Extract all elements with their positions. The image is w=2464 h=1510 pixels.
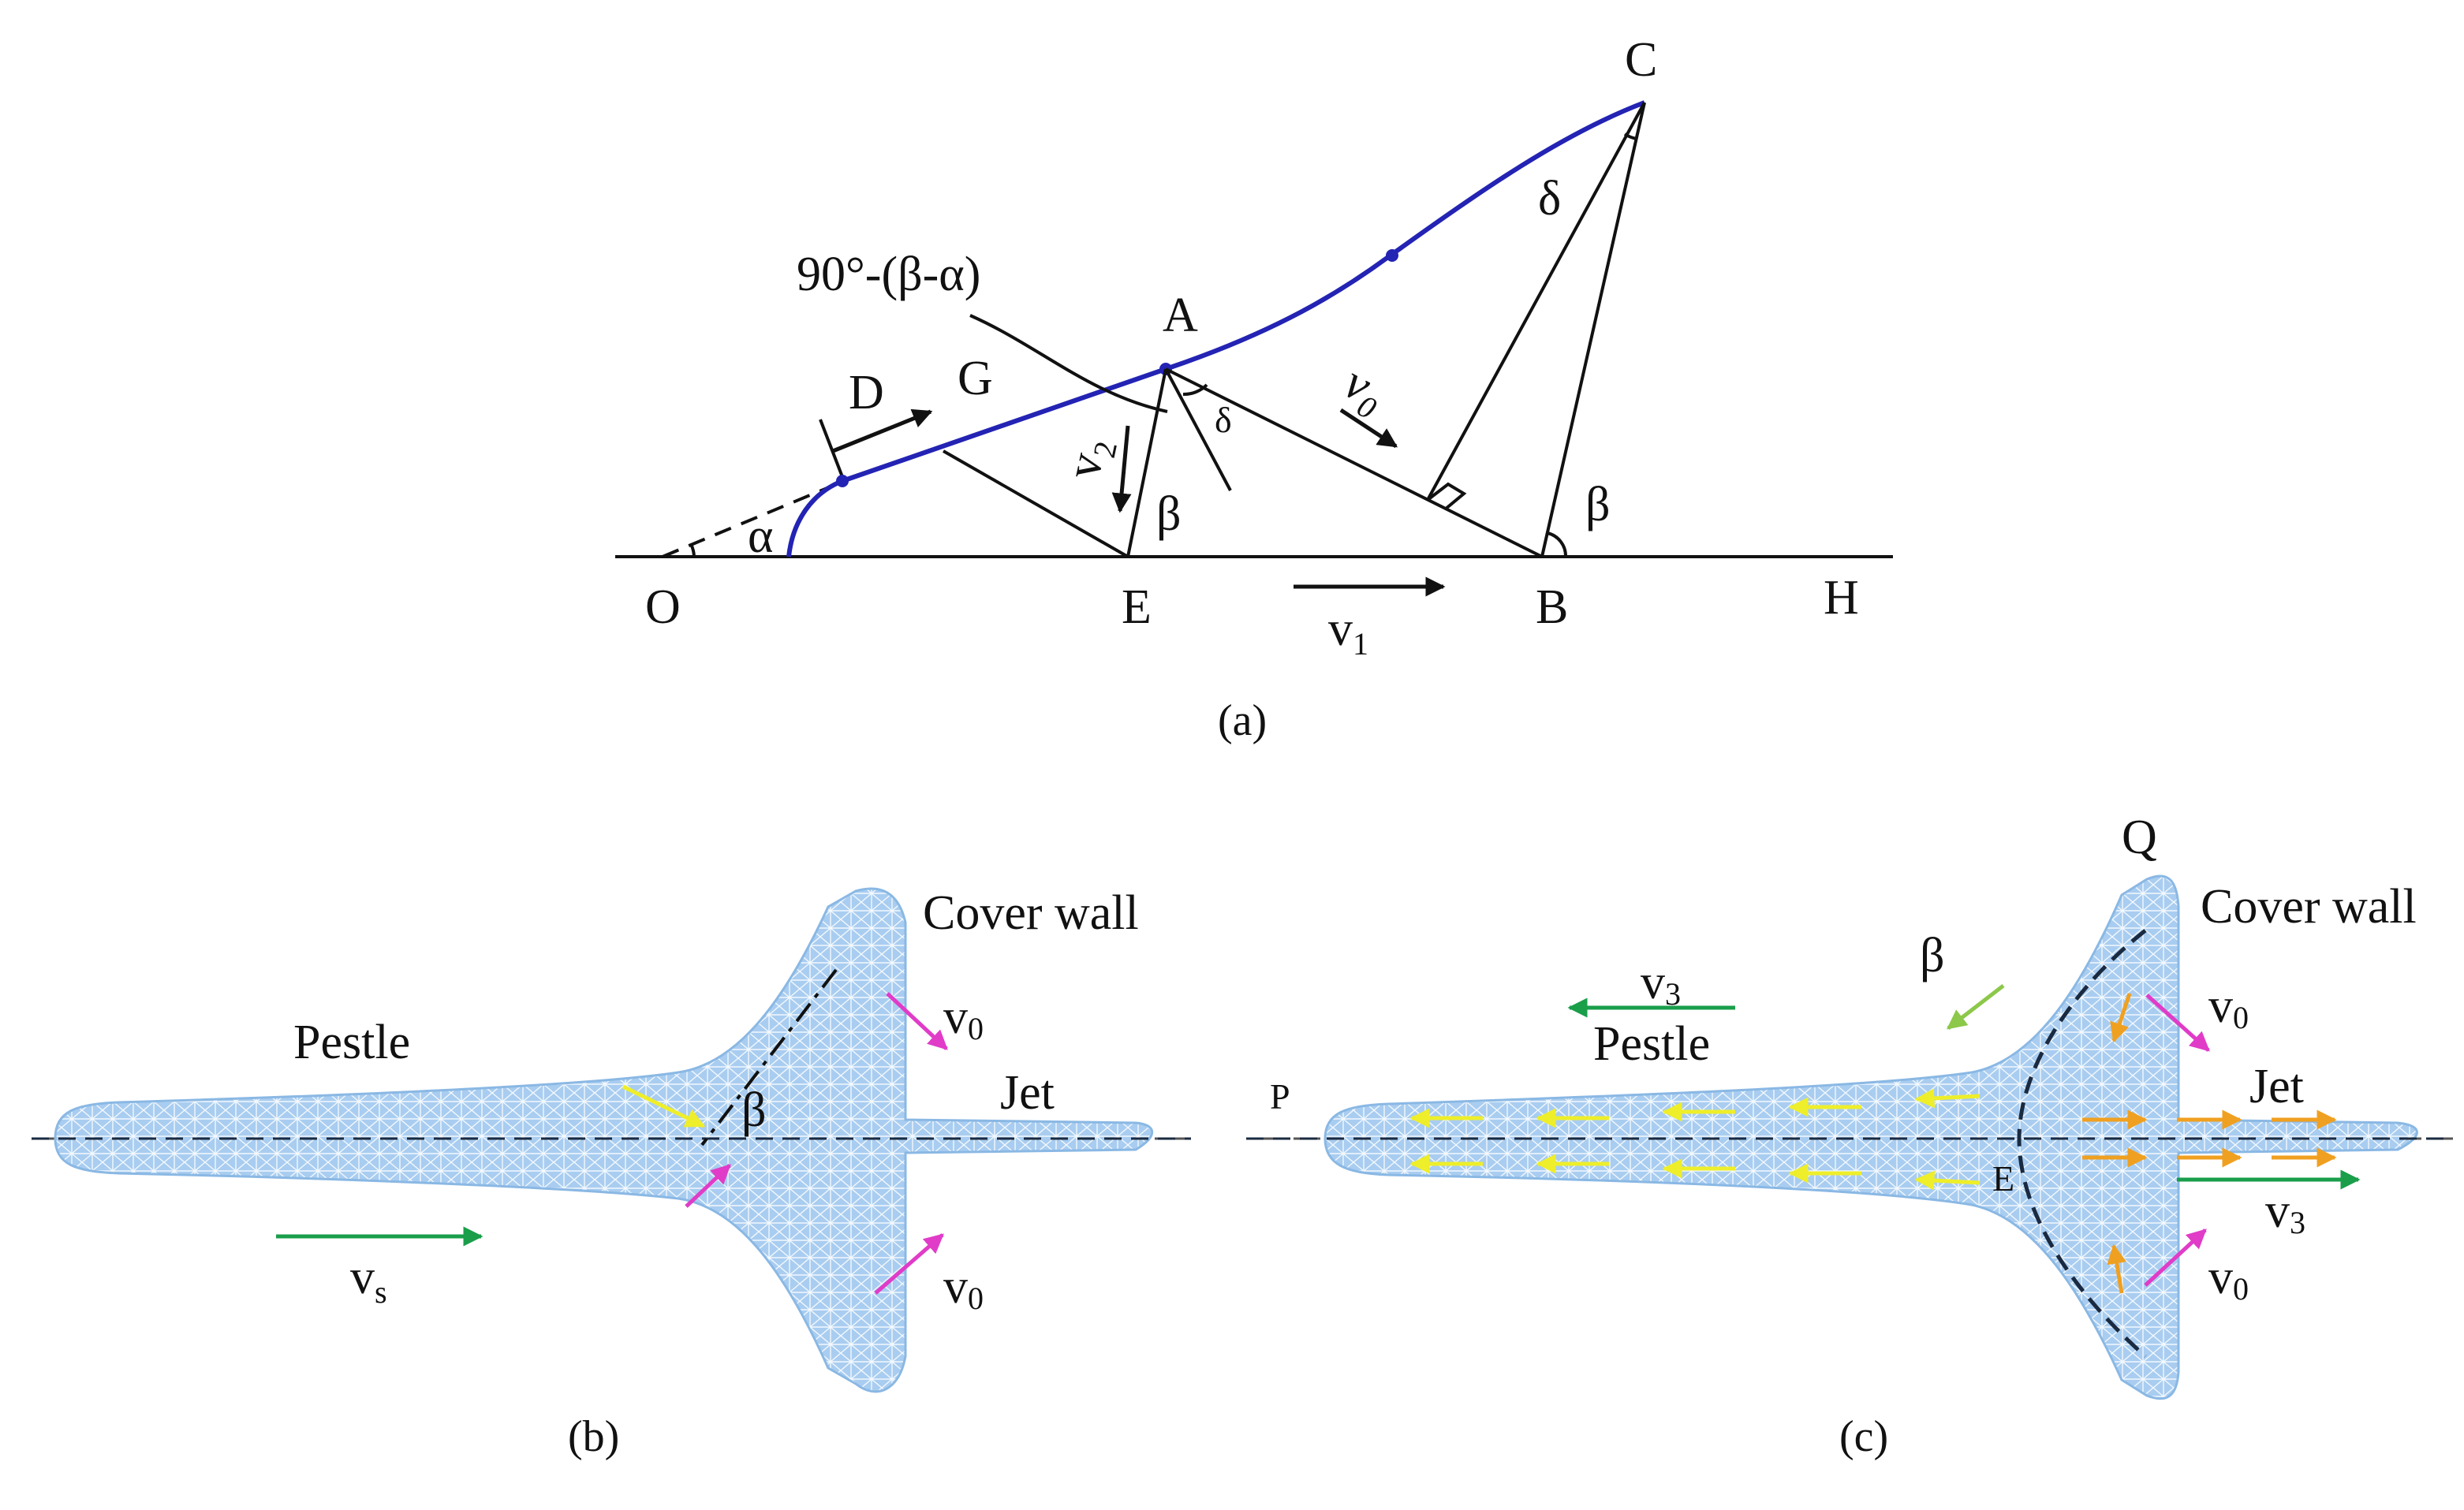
beta-arc-B (1547, 531, 1568, 557)
v0-arrow (1339, 408, 1398, 449)
label-v3-left: v3 (1641, 956, 1681, 1012)
label-v0-bot-b: v0 (943, 1260, 984, 1316)
mesh-body-b (54, 887, 1154, 1393)
label-v0-bot-c: v0 (2208, 1251, 2249, 1307)
label-O: O (645, 580, 681, 634)
delta-arc-C (1623, 132, 1637, 140)
label-delta-C: δ (1538, 172, 1561, 226)
caption-b: (b) (568, 1412, 619, 1461)
label-G: G (958, 352, 993, 405)
d-tick (819, 419, 846, 482)
label-alpha: α (748, 509, 773, 563)
orange-flow-arrows-c (2082, 993, 2337, 1294)
panel-b: Pestle Cover wall Jet β vs v0 v0 (b) (32, 886, 1191, 1461)
v0-bot-arrow-c (2144, 1229, 2207, 1287)
label-pestle-c: Pestle (1593, 1017, 1710, 1071)
panel-a: O E B H A C D G α β β δ δ 90°-(β-α) v2 v… (615, 33, 1893, 745)
label-beta-c: β (1920, 929, 1945, 982)
label-guide-angle: 90°-(β-α) (797, 248, 980, 301)
guide-arc (969, 314, 1168, 413)
yellow-flow-arrows-c (1409, 1088, 1981, 1191)
right-angle-mark (1426, 482, 1467, 511)
line-AB (1165, 367, 1543, 558)
label-delta-A: δ (1215, 400, 1232, 440)
dashed-line-OD (662, 479, 845, 558)
label-jet-c: Jet (2249, 1060, 2304, 1113)
v0-top-arrow-b (886, 992, 948, 1050)
mesh-body-c (1323, 874, 2418, 1400)
line-C-perp (1426, 102, 1646, 501)
panel-c: Pestle Cover wall Jet β Q P E v3 v3 v0 v… (1246, 811, 2453, 1461)
label-B: B (1536, 580, 1568, 634)
v2-arrow (1111, 425, 1132, 513)
v0-top-arrow-c (2145, 994, 2210, 1052)
label-cover-wall-b: Cover wall (923, 886, 1139, 940)
collapse-boundary-b (700, 968, 838, 1146)
label-P: P (1270, 1076, 1290, 1117)
delta-arc-A (1182, 383, 1208, 397)
label-beta-B: β (1585, 478, 1611, 531)
yellow-in-arrow-b (622, 1084, 706, 1128)
liner-curve (786, 100, 1646, 557)
label-v0-top-c: v0 (2208, 979, 2249, 1035)
collapse-boundary-c (2017, 929, 2147, 1358)
label-beta-E: β (1156, 487, 1182, 541)
label-C: C (1625, 33, 1657, 87)
label-D: D (849, 366, 884, 419)
label-E: E (1122, 580, 1152, 634)
line-to-E (943, 449, 1129, 558)
label-beta-b: β (741, 1083, 767, 1137)
label-A: A (1163, 289, 1198, 342)
point-D-dot (836, 475, 849, 487)
svg-text:v0: v0 (1332, 355, 1394, 426)
d-arrow (832, 408, 933, 453)
label-pestle-b: Pestle (293, 1016, 410, 1069)
label-v1: v1 (1328, 602, 1368, 662)
curve-mid-dot (1386, 249, 1398, 262)
label-cover-wall-c: Cover wall (2201, 880, 2417, 934)
label-H: H (1824, 571, 1859, 625)
v0-bot-arrow-b (874, 1233, 944, 1295)
caption-a: (a) (1218, 696, 1267, 745)
beta-arrow-c (1947, 984, 2005, 1030)
label-E-c: E (1992, 1158, 2014, 1199)
line-CB (1540, 102, 1646, 557)
label-v2: v2 (1056, 433, 1124, 485)
alpha-angle-arc (689, 543, 696, 557)
label-jet-b: Jet (1000, 1066, 1055, 1120)
line-AE (1126, 368, 1167, 557)
label-Q: Q (2122, 811, 2157, 864)
label-v0: v0 (1332, 355, 1394, 426)
magenta-in-arrow-b (685, 1164, 731, 1208)
delta-ray (1164, 368, 1232, 491)
label-v3-right: v3 (2265, 1184, 2305, 1240)
label-v0-top-b: v0 (943, 990, 984, 1046)
svg-text:v2: v2 (1056, 433, 1124, 485)
caption-c: (c) (1839, 1412, 1888, 1461)
label-vs: vs (350, 1251, 387, 1310)
